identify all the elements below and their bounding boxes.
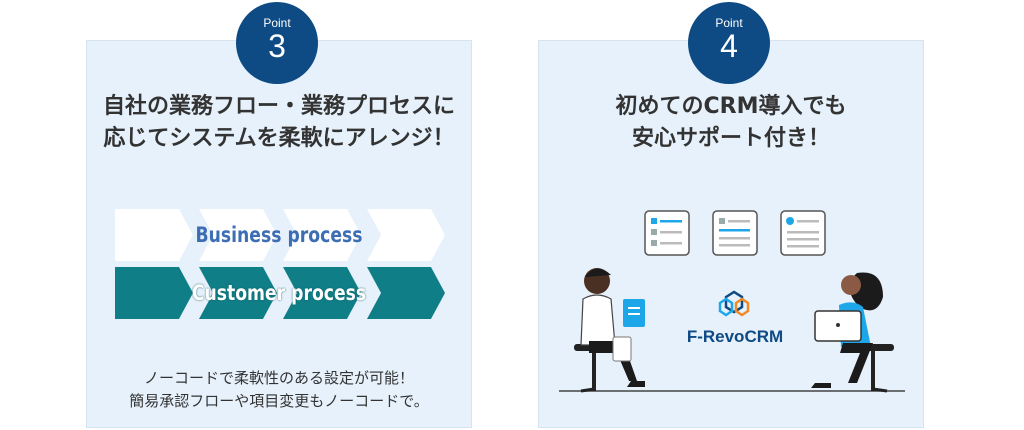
- point-4-badge-number: 4: [720, 28, 738, 64]
- document-card-1-icon: [644, 210, 690, 256]
- person-holding-document: [574, 268, 645, 393]
- point-3-headline: 自社の業務フロー・業務プロセスに 応じてシステムを柔軟にアレンジ！: [87, 91, 471, 155]
- point-3-description-line-1: ノーコードで柔軟性のある設定が可能！: [143, 369, 414, 387]
- point-3-badge: Point 3: [236, 2, 318, 84]
- business-process-chevrons: [115, 209, 445, 261]
- point-3-description: ノーコードで柔軟性のある設定が可能！ 簡易承認フローや項目変更もノーコードで。: [87, 367, 471, 413]
- point-4-badge: Point 4: [688, 2, 770, 84]
- f-revocrm-logo-icon: [718, 290, 750, 317]
- point-4-badge-label: Point: [715, 16, 743, 30]
- person-with-laptop: [811, 272, 894, 393]
- point-4-headline-line-2: 安心サポート付き！: [631, 126, 830, 151]
- crm-support-illustration: [559, 210, 905, 393]
- point-3-badge-label: Point: [263, 16, 291, 30]
- point-3-headline-line-2: 応じてシステムを柔軟にアレンジ！: [103, 126, 455, 151]
- point-4-headline: 初めてのCRM導入でも 安心サポート付き！: [539, 91, 923, 155]
- document-card-3-icon: [780, 210, 826, 256]
- point-4-card: 初めてのCRM導入でも 安心サポート付き！: [538, 40, 924, 428]
- customer-process-label: Customer process: [191, 281, 367, 305]
- point-3-card: 自社の業務フロー・業務プロセスに 応じてシステムを柔軟にアレンジ！ Busine…: [86, 40, 472, 428]
- point-3-badge-number: 3: [268, 28, 286, 64]
- business-process-label: Business process: [195, 223, 363, 247]
- point-4-headline-line-1: 初めてのCRM導入でも: [615, 94, 847, 119]
- point-3-headline-line-1: 自社の業務フロー・業務プロセスに: [102, 94, 455, 119]
- business-chevron-1: [115, 209, 193, 261]
- f-revocrm-brand-name: F-RevoCRM: [686, 327, 784, 346]
- point-3-description-line-2: 簡易承認フローや項目変更もノーコードで。: [129, 392, 429, 410]
- document-card-2-icon: [712, 210, 758, 256]
- customer-chevron-1: [115, 267, 193, 319]
- customer-process-chevrons: [115, 267, 445, 319]
